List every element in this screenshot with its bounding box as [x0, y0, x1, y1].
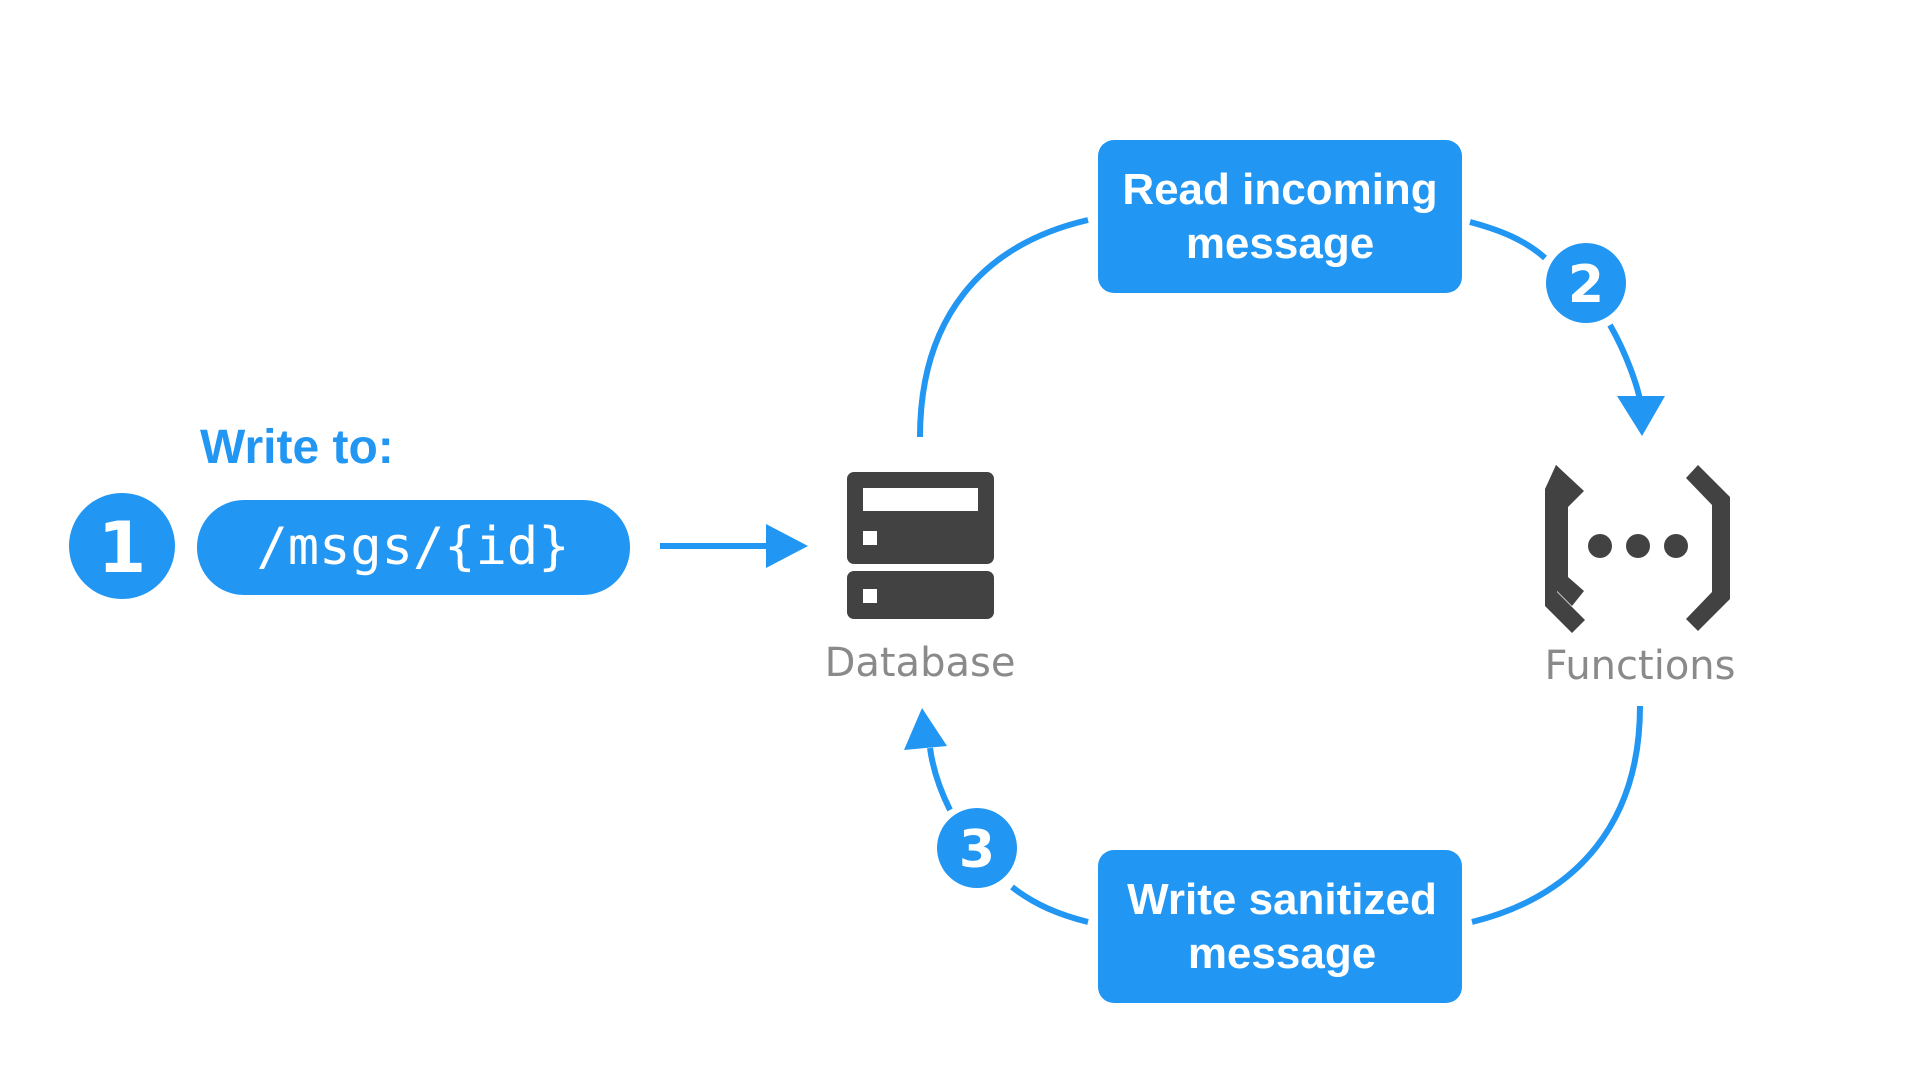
write-box-line-1: Write sanitized — [1127, 875, 1437, 924]
database-label: Database — [825, 640, 1016, 686]
read-box-line-1: Read incoming — [1122, 165, 1437, 214]
arc-database-to-read — [917, 217, 1089, 438]
arc-write-to-step-3 — [1010, 884, 1089, 925]
arc-step-2-to-functions — [1607, 323, 1643, 401]
arc-functions-to-write — [1471, 705, 1643, 925]
step-3-number: 3 — [959, 820, 995, 880]
arrowhead-into-functions — [1617, 396, 1665, 436]
arrowhead-into-database — [904, 708, 947, 750]
arc-read-to-step-2 — [1469, 219, 1548, 261]
path-pill-text: /msgs/{id} — [256, 517, 569, 577]
step-3-badge: 3 — [937, 808, 1017, 888]
step-2-number: 2 — [1568, 255, 1604, 315]
read-box-line-2: message — [1186, 219, 1374, 268]
functions-label: Functions — [1545, 643, 1736, 689]
database-server-icon — [847, 472, 994, 619]
step-1-badge: 1 — [69, 493, 175, 599]
write-box-line-2: message — [1188, 929, 1376, 978]
read-incoming-message-box: Read incoming message — [1098, 140, 1462, 293]
arc-step-3-to-database — [927, 747, 953, 812]
arrow-to-database — [660, 524, 808, 568]
path-pill: /msgs/{id} — [197, 500, 630, 595]
write-sanitized-message-box: Write sanitized message — [1098, 850, 1462, 1003]
cloud-functions-icon — [1545, 465, 1730, 633]
step-2-badge: 2 — [1546, 243, 1626, 323]
step-1-number: 1 — [98, 507, 147, 589]
write-to-label: Write to: — [200, 421, 394, 474]
